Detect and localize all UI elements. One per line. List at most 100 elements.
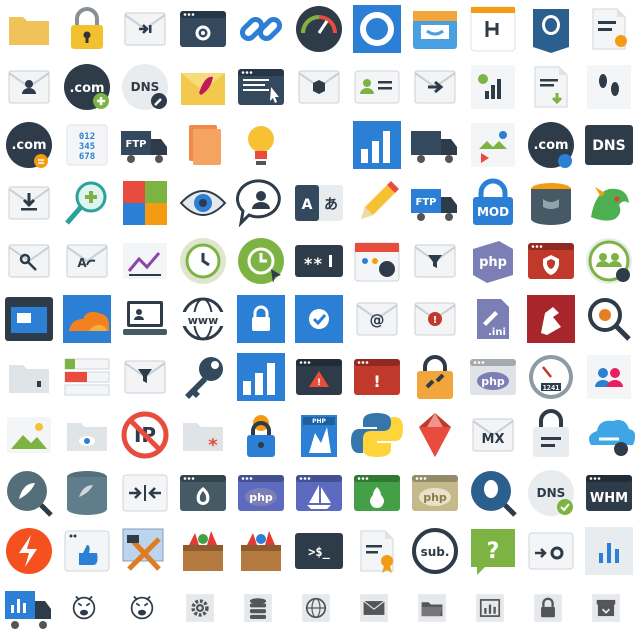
signal-bars-icon[interactable] [467, 61, 519, 113]
toolbox-alt-icon[interactable] [235, 525, 287, 577]
user-group-settings-icon[interactable] [583, 235, 635, 287]
email-mx-icon[interactable]: MX [467, 409, 519, 461]
php-doc-icon[interactable]: PHP [293, 409, 345, 461]
archive-box-icon[interactable] [591, 593, 621, 623]
stats-box-icon[interactable] [475, 593, 505, 623]
whm-icon[interactable]: WHM [583, 467, 635, 519]
laptop-user-icon[interactable] [119, 293, 171, 345]
file-tree-icon[interactable] [467, 3, 519, 55]
stats-truck-icon[interactable] [3, 583, 55, 635]
mysql-search-icon[interactable] [3, 467, 55, 519]
onion-window-icon[interactable] [177, 467, 229, 519]
database-icon[interactable] [243, 593, 273, 623]
chart-line-icon[interactable] [119, 235, 171, 287]
dotcom-list-icon[interactable]: .com [3, 119, 55, 171]
puzzle-icon[interactable] [119, 177, 171, 229]
web-page-editor-icon[interactable] [235, 61, 287, 113]
email-arrow-right-icon[interactable] [409, 61, 461, 113]
mysql-db-icon[interactable] [525, 177, 577, 229]
email-download-icon[interactable] [3, 177, 55, 229]
gray-folder-icon[interactable] [3, 351, 55, 403]
tools-editor-icon[interactable] [119, 525, 171, 577]
open-folder-icon[interactable] [417, 593, 447, 623]
www-globe-icon[interactable]: www [177, 293, 229, 345]
crying-face-alt-icon[interactable] [127, 593, 157, 623]
bar-chart-icon[interactable] [351, 119, 403, 171]
email-user-icon[interactable] [3, 61, 55, 113]
blue-lock-tile-icon[interactable] [235, 293, 287, 345]
email-reply-icon[interactable]: A [61, 235, 113, 287]
redirect-settings-icon[interactable] [525, 525, 577, 577]
lock-icon[interactable] [533, 593, 563, 623]
eye-icon[interactable] [177, 177, 229, 229]
browser-error-icon[interactable]: ! [351, 351, 403, 403]
ftp-truck-icon[interactable]: FTP [119, 119, 171, 171]
image-landscape-icon[interactable] [3, 409, 55, 461]
collapse-arrows-icon[interactable] [119, 467, 171, 519]
dns-ok-icon[interactable]: DNS [525, 467, 577, 519]
ftp-truck-blue-icon[interactable]: FTP [409, 177, 461, 229]
inbox-tray-icon[interactable] [409, 3, 461, 55]
padlock-icon[interactable] [61, 3, 113, 55]
dotcom-swap-icon[interactable]: .com [525, 119, 577, 171]
chat-user-icon[interactable] [235, 177, 287, 229]
email-package-icon[interactable] [293, 61, 345, 113]
email-filter-icon[interactable] [409, 235, 461, 287]
php-blue-window-icon[interactable]: php [235, 467, 287, 519]
cursor-clock-icon[interactable] [235, 235, 287, 287]
php-box-icon[interactable]: php [467, 235, 519, 287]
email-alert-icon[interactable]: ! [409, 293, 461, 345]
email-funnel-icon[interactable] [119, 351, 171, 403]
window-layout-icon[interactable] [3, 293, 55, 345]
locked-link-icon[interactable] [409, 351, 461, 403]
python-icon[interactable] [351, 409, 403, 461]
footprints-icon[interactable] [583, 61, 635, 113]
ruby-gem-tile-icon[interactable] [525, 293, 577, 345]
email-forward-icon[interactable] [119, 3, 171, 55]
download-doc-icon[interactable] [525, 61, 577, 113]
lifebuoy-icon[interactable] [351, 3, 403, 55]
email-key-icon[interactable] [3, 235, 55, 287]
browser-security-icon[interactable] [525, 235, 577, 287]
help-bubble-icon[interactable]: ? [467, 525, 519, 577]
folder-icon[interactable] [3, 3, 55, 55]
email-feather-icon[interactable] [177, 61, 229, 113]
contact-card-icon[interactable] [351, 61, 403, 113]
browser-settings-icon[interactable] [177, 3, 229, 55]
number-grid-icon[interactable]: 012 345 678 [61, 119, 113, 171]
thumbs-up-window-icon[interactable] [61, 525, 113, 577]
toolbox-icon[interactable] [177, 525, 229, 577]
history-clock-icon[interactable] [177, 235, 229, 287]
lightbulb-icon[interactable] [235, 119, 287, 171]
folder-eye-icon[interactable] [61, 409, 113, 461]
cloudflare-icon[interactable] [61, 293, 113, 345]
lock-doc-icon[interactable] [525, 409, 577, 461]
key-icon[interactable] [177, 351, 229, 403]
file-copies-icon[interactable] [177, 119, 229, 171]
bar-growth-icon[interactable] [235, 351, 287, 403]
certificate-doc-icon[interactable] [583, 3, 635, 55]
mysql-cylinder-icon[interactable] [61, 467, 113, 519]
chain-link-icon[interactable] [235, 3, 287, 55]
speedometer-icon[interactable] [293, 3, 345, 55]
ruby-icon[interactable] [409, 409, 461, 461]
no-ip-icon[interactable]: IP [119, 409, 171, 461]
calendar-icon[interactable] [351, 235, 403, 287]
envelope-icon[interactable] [359, 593, 389, 623]
ssl-lock-sun-icon[interactable] [235, 409, 287, 461]
postgresql-db-icon[interactable] [525, 3, 577, 55]
globe-icon[interactable] [301, 593, 331, 623]
user-pair-icon[interactable] [583, 351, 635, 403]
subdomain-icon[interactable]: sub. [409, 525, 461, 577]
gear-icon[interactable] [185, 593, 215, 623]
gauge-dial-icon[interactable]: 1241 [525, 351, 577, 403]
blue-check-tile-icon[interactable] [293, 293, 345, 345]
browser-warning-icon[interactable]: ! [293, 351, 345, 403]
pear-window-icon[interactable] [351, 467, 403, 519]
zoom-in-icon[interactable] [61, 177, 113, 229]
sailboat-window-icon[interactable] [293, 467, 345, 519]
dns-box-icon[interactable]: DNS [583, 119, 635, 171]
postgres-search-icon[interactable] [467, 467, 519, 519]
terminal-icon[interactable]: >$_ [293, 525, 345, 577]
